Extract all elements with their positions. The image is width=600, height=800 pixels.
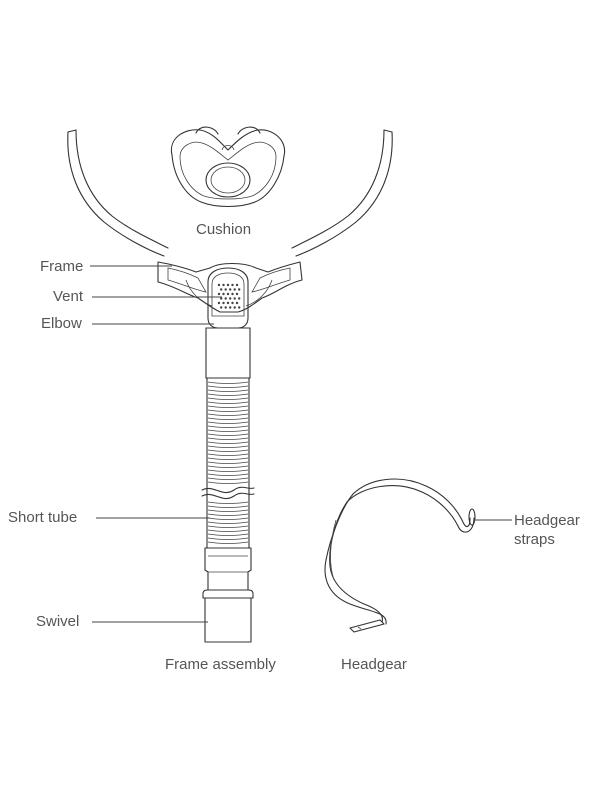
vent-hole [238, 306, 241, 309]
tube-rib [207, 509, 249, 512]
tube-rib [207, 393, 249, 396]
tube-rib [207, 421, 249, 424]
tube-rib [207, 385, 249, 388]
headgear-straps-label-line1: Headgear [514, 512, 580, 529]
tube-rib [207, 433, 249, 436]
vent-hole [233, 306, 236, 309]
frame-illustration [67, 129, 393, 313]
vent-hole [220, 288, 223, 291]
tube-rib [207, 401, 249, 404]
vent-label: Vent [53, 288, 84, 305]
vent-hole [229, 297, 232, 300]
short-tube-label: Short tube [8, 509, 78, 526]
vent-hole [222, 283, 225, 287]
tube-rib [207, 457, 249, 460]
vent-hole [229, 288, 232, 291]
tube-rib [207, 501, 249, 504]
elbow-illustration [207, 267, 249, 329]
tube-rib [207, 525, 249, 528]
vent-hole [222, 301, 225, 305]
frame-label: Frame [40, 258, 84, 275]
tube-rib [207, 481, 249, 484]
tube-rib [207, 445, 249, 448]
tube-rib [207, 449, 249, 452]
tube-rib [207, 505, 249, 508]
tube-rib [207, 537, 249, 540]
swivel-label: Swivel [36, 613, 80, 630]
vent-hole [217, 283, 221, 287]
vent-hole [235, 283, 239, 287]
tube-ribs [207, 381, 249, 544]
tube-rib [207, 469, 249, 472]
tube-rib [207, 409, 249, 412]
vent-hole [235, 292, 239, 296]
frame-assembly-caption: Frame assembly [165, 656, 276, 673]
tube-rib [207, 521, 249, 524]
vent-hole [220, 306, 223, 309]
cushion-label: Cushion [196, 221, 252, 238]
leader-lines [90, 265, 512, 623]
vent-hole [231, 292, 234, 296]
tube-rib [207, 533, 249, 536]
headgear-straps-label-line2: straps [514, 531, 555, 548]
tube-rib [207, 517, 249, 520]
vent-holes [217, 283, 241, 309]
tube-rib [207, 389, 249, 392]
tube-rib [207, 437, 249, 440]
tube-rib [207, 441, 249, 444]
cushion-illustration [170, 126, 286, 208]
vent-hole [238, 297, 241, 300]
vent-hole [217, 301, 221, 305]
tube-rib [207, 465, 249, 468]
vent-hole [217, 292, 221, 296]
vent-hole [231, 283, 234, 287]
tube-rib [207, 417, 249, 420]
vent-hole [233, 288, 236, 291]
tube-rib [207, 425, 249, 428]
tube-rib [207, 405, 249, 408]
tube-rib [207, 413, 249, 416]
headgear-illustration [324, 478, 476, 633]
vent-hole [226, 301, 230, 305]
vent-hole [233, 297, 236, 300]
vent-hole [229, 306, 232, 309]
tube-rib [207, 513, 249, 516]
vent-hole [231, 301, 234, 305]
vent-hole [235, 301, 239, 305]
tube-rib [207, 541, 249, 544]
vent-hole [222, 292, 225, 296]
vent-hole [238, 288, 241, 291]
vent-hole [224, 297, 227, 300]
tube-rib [207, 461, 249, 464]
elbow-label: Elbow [41, 315, 82, 332]
vent-hole [226, 283, 230, 287]
tube-rib [207, 453, 249, 456]
tube-rib [207, 473, 249, 476]
tube-rib [207, 529, 249, 532]
tube-rib [207, 397, 249, 400]
vent-hole [224, 306, 227, 309]
tube-rib [207, 381, 249, 384]
short-tube-illustration [201, 327, 255, 591]
swivel-illustration [202, 589, 254, 643]
vent-hole [224, 288, 227, 291]
tube-rib [207, 477, 249, 480]
tube-rib [207, 429, 249, 432]
headgear-caption: Headgear [341, 656, 407, 673]
vent-hole [226, 292, 230, 296]
vent-hole [220, 297, 223, 300]
